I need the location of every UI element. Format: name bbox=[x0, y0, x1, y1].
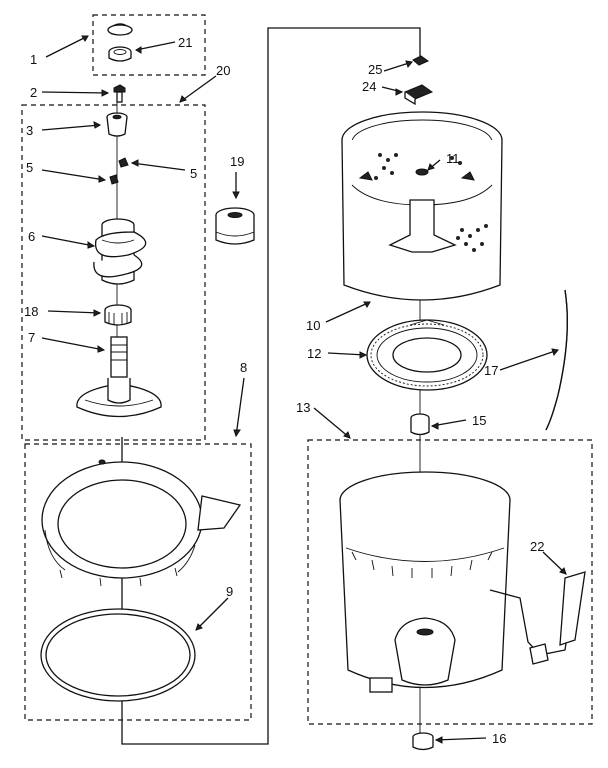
callout-7: 7 bbox=[28, 330, 35, 345]
callout-2: 2 bbox=[30, 85, 37, 100]
box-assembly-13 bbox=[307, 439, 593, 725]
box-parts-1-21 bbox=[92, 14, 206, 76]
part-agitator-base bbox=[76, 336, 162, 418]
part-drive-ring bbox=[366, 319, 488, 391]
callout-5-left: 5 bbox=[26, 160, 33, 175]
part-bottom-nut bbox=[412, 732, 434, 751]
part-nut bbox=[410, 413, 430, 436]
part-cap-screw bbox=[412, 55, 430, 66]
callout-15: 15 bbox=[472, 413, 486, 428]
callout-22: 22 bbox=[530, 539, 544, 554]
basket-perforations bbox=[374, 153, 488, 252]
callout-24: 24 bbox=[362, 79, 376, 94]
callout-10: 10 bbox=[306, 318, 320, 333]
part-coupling bbox=[215, 207, 255, 245]
part-drain-hose bbox=[489, 571, 586, 665]
part-tub-gasket bbox=[40, 608, 196, 702]
part-cap bbox=[107, 23, 133, 36]
callout-13: 13 bbox=[296, 400, 310, 415]
callout-labels: 1 2 3 5 5 6 7 8 9 10 11 12 13 15 16 17 1… bbox=[24, 35, 544, 746]
callout-1: 1 bbox=[30, 52, 37, 67]
callout-20: 20 bbox=[216, 63, 230, 78]
part-outer-tub bbox=[339, 471, 511, 693]
callout-9: 9 bbox=[226, 584, 233, 599]
callout-18: 18 bbox=[24, 304, 38, 319]
callout-3: 3 bbox=[26, 123, 33, 138]
callout-21: 21 bbox=[178, 35, 192, 50]
part-dog-right bbox=[118, 157, 129, 168]
callout-25: 25 bbox=[368, 62, 382, 77]
box-assembly-20 bbox=[21, 104, 206, 441]
part-tub-ring bbox=[41, 459, 242, 587]
part-sleeve bbox=[106, 112, 128, 137]
part-basket bbox=[341, 111, 503, 301]
leader-lines bbox=[41, 35, 567, 744]
part-auger bbox=[93, 218, 147, 285]
callout-12: 12 bbox=[307, 346, 321, 361]
callout-11: 11 bbox=[446, 151, 460, 166]
part-hose-tube bbox=[545, 289, 568, 431]
callout-5-right: 5 bbox=[190, 166, 197, 181]
box-assembly-8 bbox=[24, 443, 252, 721]
callout-17: 17 bbox=[484, 363, 498, 378]
part-bearing bbox=[104, 304, 132, 326]
callout-6: 6 bbox=[28, 229, 35, 244]
tub-slots bbox=[351, 551, 493, 578]
callout-16: 16 bbox=[492, 731, 506, 746]
part-bolt bbox=[113, 84, 126, 103]
part-seal-ring bbox=[108, 46, 132, 62]
callout-8: 8 bbox=[240, 360, 247, 375]
part-dog-left bbox=[109, 174, 119, 185]
callout-19: 19 bbox=[230, 154, 244, 169]
part-drive-block bbox=[403, 84, 434, 106]
